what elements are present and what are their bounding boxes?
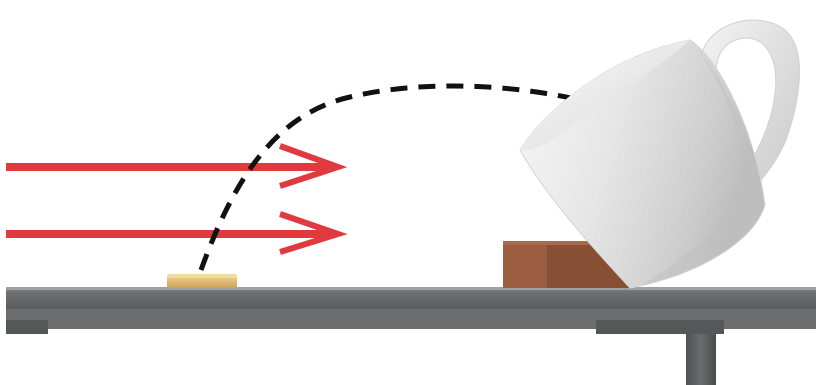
trajectory-path <box>198 83 581 271</box>
table-top-highlight <box>6 287 816 290</box>
cup <box>519 19 800 289</box>
force-arrow-bottom <box>6 211 348 255</box>
cup-rim <box>520 40 690 151</box>
force-arrow-top <box>6 143 348 189</box>
cup-shade <box>640 52 763 286</box>
table-bracket-left <box>6 320 48 334</box>
coin-edge <box>167 276 237 288</box>
block-top <box>503 241 629 245</box>
coin <box>167 274 237 288</box>
block-front <box>503 243 547 288</box>
coin-top <box>167 274 237 278</box>
table-top <box>6 287 816 309</box>
table <box>6 287 816 385</box>
table-bracket-right <box>596 320 724 334</box>
